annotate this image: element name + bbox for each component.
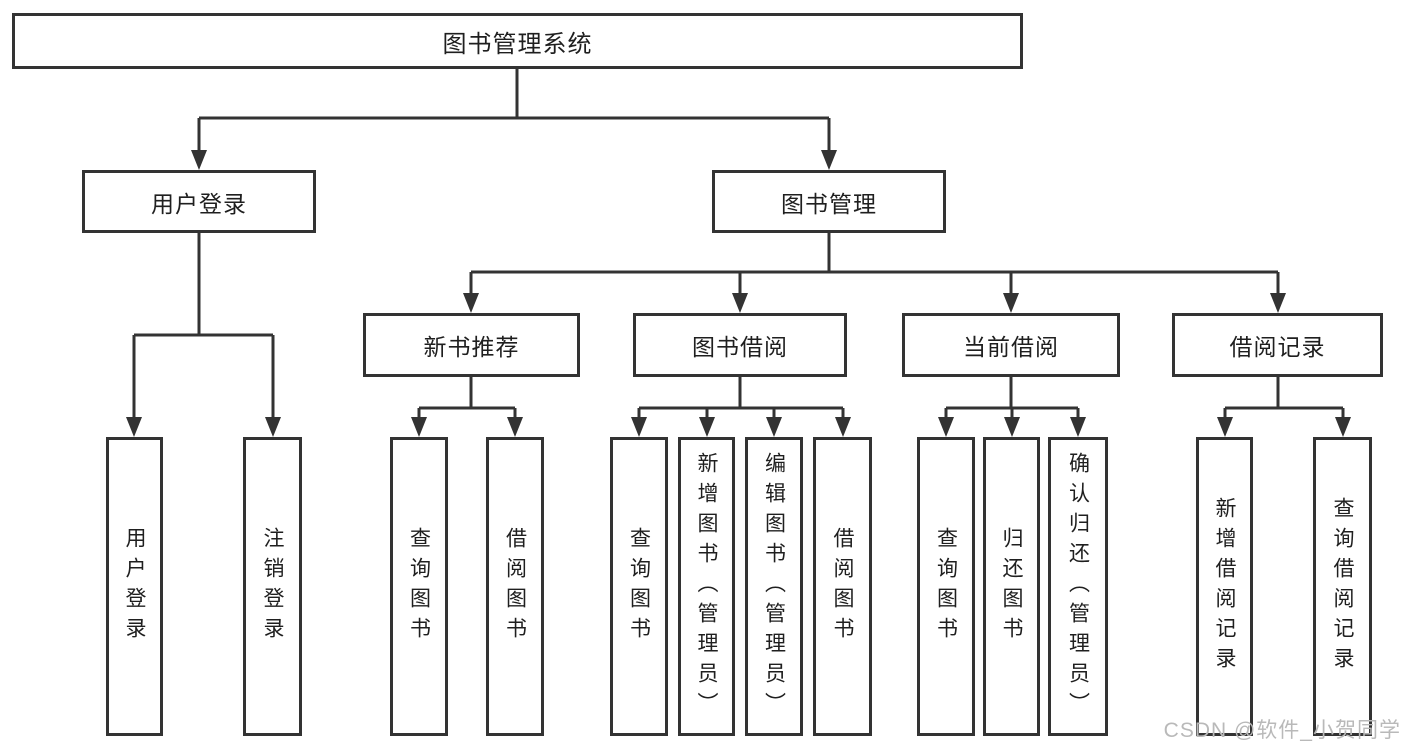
- node-leaf-add-borrow-record: 新增借阅记录: [1196, 437, 1253, 736]
- node-label: 查询图书: [407, 526, 431, 647]
- arrowhead: [821, 150, 837, 170]
- node-leaf-add-books-admin: 新增图书（管理员）: [678, 437, 735, 736]
- node-current-borrowing: 当前借阅: [902, 313, 1120, 377]
- arrowhead: [1070, 417, 1086, 437]
- node-label: 借阅记录: [1229, 334, 1326, 360]
- arrowhead: [191, 150, 207, 170]
- node-library-management-system: 图书管理系统: [12, 13, 1023, 69]
- arrowhead: [411, 417, 427, 437]
- node-label: 查询图书: [627, 526, 651, 647]
- arrowhead: [463, 293, 479, 313]
- arrowhead: [766, 417, 782, 437]
- node-user-login-branch: 用户登录: [82, 170, 316, 233]
- arrowhead: [1004, 417, 1020, 437]
- arrowhead: [1003, 293, 1019, 313]
- node-leaf-query-borrow-record: 查询借阅记录: [1313, 437, 1372, 736]
- node-book-management-branch: 图书管理: [712, 170, 946, 233]
- node-label: 图书管理: [781, 190, 877, 217]
- arrowhead: [1270, 293, 1286, 313]
- node-leaf-confirm-return-admin: 确认归还（管理员）: [1048, 437, 1108, 736]
- node-leaf-user-login: 用户登录: [106, 437, 163, 736]
- node-leaf-logout: 注销登录: [243, 437, 302, 736]
- node-leaf-query-books-recommend: 查询图书: [390, 437, 448, 736]
- arrowhead: [732, 293, 748, 313]
- node-label: 当前借阅: [963, 334, 1059, 360]
- node-label: 借阅图书: [503, 526, 527, 647]
- arrowhead: [126, 417, 142, 437]
- arrowhead: [507, 417, 523, 437]
- node-label: 用户登录: [151, 190, 247, 217]
- node-label: 图书管理系统: [442, 30, 593, 58]
- node-leaf-borrow-books-borrowing: 借阅图书: [813, 437, 872, 736]
- node-leaf-query-books-current: 查询图书: [917, 437, 975, 736]
- arrowhead: [265, 417, 281, 437]
- arrowhead: [938, 417, 954, 437]
- node-label: 新增借阅记录: [1213, 496, 1236, 677]
- watermark: CSDN @软件_小贺同学: [1163, 719, 1401, 742]
- node-label: 新增图书（管理员）: [695, 451, 718, 722]
- arrowhead: [835, 417, 851, 437]
- node-label: 注销登录: [261, 526, 284, 647]
- node-label: 查询借阅记录: [1331, 496, 1354, 677]
- node-label: 用户登录: [123, 526, 146, 647]
- node-label: 归还图书: [1000, 526, 1023, 647]
- node-leaf-borrow-books-recommend: 借阅图书: [486, 437, 544, 736]
- arrowhead: [631, 417, 647, 437]
- node-label: 新书推荐: [423, 334, 520, 360]
- node-leaf-return-books: 归还图书: [983, 437, 1040, 736]
- node-label: 确认归还（管理员）: [1066, 451, 1090, 722]
- arrowhead: [699, 417, 715, 437]
- node-leaf-query-books-borrowing: 查询图书: [610, 437, 668, 736]
- node-new-book-recommendation: 新书推荐: [363, 313, 580, 377]
- node-book-borrowing: 图书借阅: [633, 313, 847, 377]
- arrowhead: [1217, 417, 1233, 437]
- node-label: 编辑图书（管理员）: [762, 451, 786, 722]
- arrowhead: [1335, 417, 1351, 437]
- node-label: 借阅图书: [831, 526, 854, 647]
- node-label: 查询图书: [934, 526, 958, 647]
- node-borrowing-records: 借阅记录: [1172, 313, 1383, 377]
- node-label: 图书借阅: [692, 334, 788, 360]
- node-leaf-edit-books-admin: 编辑图书（管理员）: [745, 437, 803, 736]
